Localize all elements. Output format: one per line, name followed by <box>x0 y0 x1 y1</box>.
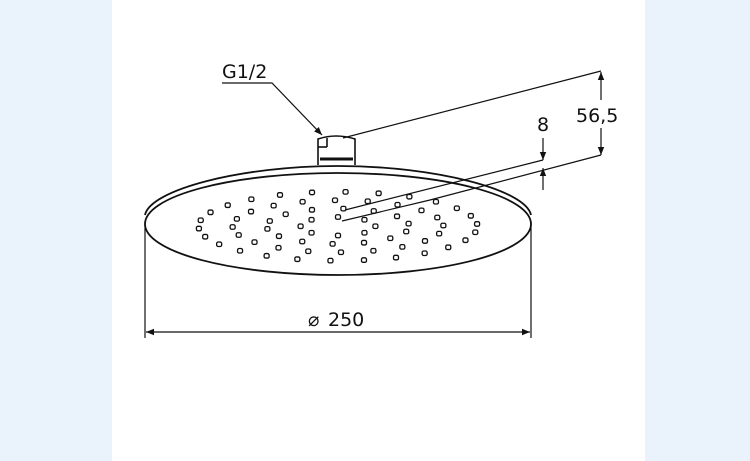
nozzle <box>453 205 460 212</box>
nozzle <box>392 254 400 261</box>
nozzle <box>360 239 368 246</box>
nozzle <box>207 209 214 216</box>
nozzle <box>308 189 316 196</box>
nozzle <box>308 229 315 236</box>
diameter-symbol: ⌀ <box>308 309 319 331</box>
nozzle <box>421 250 428 257</box>
nozzle <box>299 238 306 245</box>
nozzle <box>233 216 241 222</box>
nozzle-grid <box>195 188 481 264</box>
nozzle <box>342 188 349 195</box>
nozzle <box>472 229 479 236</box>
nozzle <box>434 214 441 221</box>
nozzle <box>394 201 401 208</box>
nozzle <box>360 257 368 263</box>
nozzle <box>421 238 429 244</box>
nozzle <box>331 197 339 204</box>
nozzle <box>340 205 347 212</box>
nozzle <box>473 221 481 227</box>
nozzle <box>248 196 255 203</box>
nozzle <box>462 237 469 244</box>
nozzle <box>399 243 406 250</box>
nozzle <box>432 198 440 205</box>
nozzle <box>334 232 342 239</box>
nozzle <box>294 256 301 263</box>
nozzle <box>418 207 425 214</box>
nozzle <box>247 208 255 215</box>
nozzle <box>282 211 289 218</box>
nozzle <box>236 247 244 254</box>
nozzle <box>370 208 377 214</box>
nozzle <box>329 240 336 247</box>
thread-leader <box>222 82 323 136</box>
nozzle <box>406 193 413 200</box>
nozzle <box>229 224 236 230</box>
height-dimension-label: 56,5 <box>576 105 618 127</box>
nozzle <box>197 217 204 224</box>
nozzle <box>372 223 379 230</box>
ext-line-face-2 <box>344 159 544 211</box>
nozzle <box>297 223 304 230</box>
nozzle <box>393 213 401 220</box>
nozzle <box>467 212 474 219</box>
nozzle <box>361 216 368 223</box>
nozzle <box>235 232 242 238</box>
nozzle <box>334 214 342 220</box>
thickness-dimension-label: 8 <box>537 114 549 136</box>
nozzle <box>224 202 231 209</box>
nozzle <box>375 190 382 197</box>
nozzle <box>403 228 410 235</box>
nozzle <box>440 222 447 229</box>
nozzle <box>305 248 312 255</box>
nozzle <box>263 252 270 259</box>
ext-line-face-1 <box>429 154 602 201</box>
nozzle <box>266 218 273 224</box>
nozzle <box>387 235 394 242</box>
connector <box>317 135 356 165</box>
thread-label: G1/2 <box>222 61 267 83</box>
diameter-dimension-label: 250 <box>328 309 364 331</box>
nozzle <box>264 225 271 232</box>
nozzle <box>308 216 315 223</box>
head-rim <box>144 165 532 216</box>
nozzle <box>405 220 412 227</box>
nozzle <box>370 247 377 254</box>
nozzle <box>327 257 334 264</box>
ext-line-top <box>342 70 602 139</box>
nozzle <box>216 241 223 248</box>
nozzle <box>270 202 277 209</box>
nozzle <box>308 206 316 213</box>
nozzle <box>251 239 258 246</box>
nozzle <box>276 192 284 198</box>
nozzle <box>435 230 443 237</box>
nozzle <box>202 233 209 240</box>
nozzle <box>195 225 203 232</box>
nozzle <box>445 244 452 251</box>
nozzle <box>275 233 283 240</box>
nozzle <box>364 198 371 205</box>
nozzle <box>337 249 345 256</box>
nozzle <box>361 229 368 236</box>
nozzle <box>299 198 306 205</box>
nozzle <box>275 244 282 251</box>
